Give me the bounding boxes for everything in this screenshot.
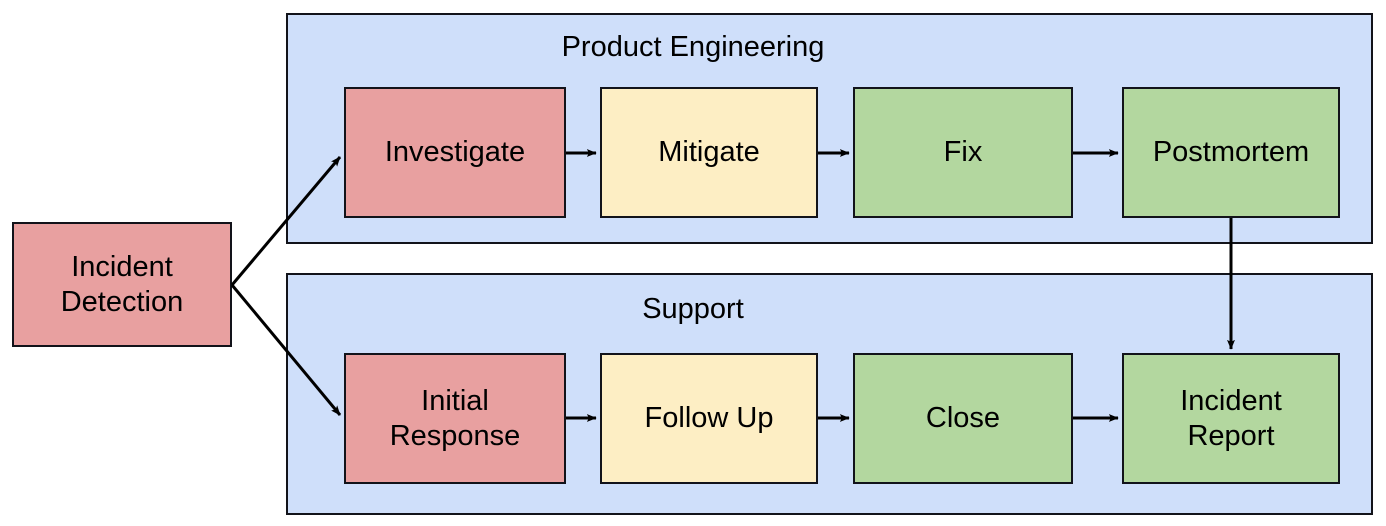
node-close[interactable]: Close xyxy=(853,353,1073,484)
node-incident-detection[interactable]: Incident Detection xyxy=(12,222,232,347)
node-investigate[interactable]: Investigate xyxy=(344,87,566,218)
node-initial-response[interactable]: Initial Response xyxy=(344,353,566,484)
node-fix[interactable]: Fix xyxy=(853,87,1073,218)
swimlane-title-product-engineering: Product Engineering xyxy=(561,31,825,63)
node-follow-up[interactable]: Follow Up xyxy=(600,353,818,484)
node-postmortem[interactable]: Postmortem xyxy=(1122,87,1340,218)
node-mitigate[interactable]: Mitigate xyxy=(600,87,818,218)
node-incident-report[interactable]: Incident Report xyxy=(1122,353,1340,484)
swimlane-title-support: Support xyxy=(642,293,744,325)
